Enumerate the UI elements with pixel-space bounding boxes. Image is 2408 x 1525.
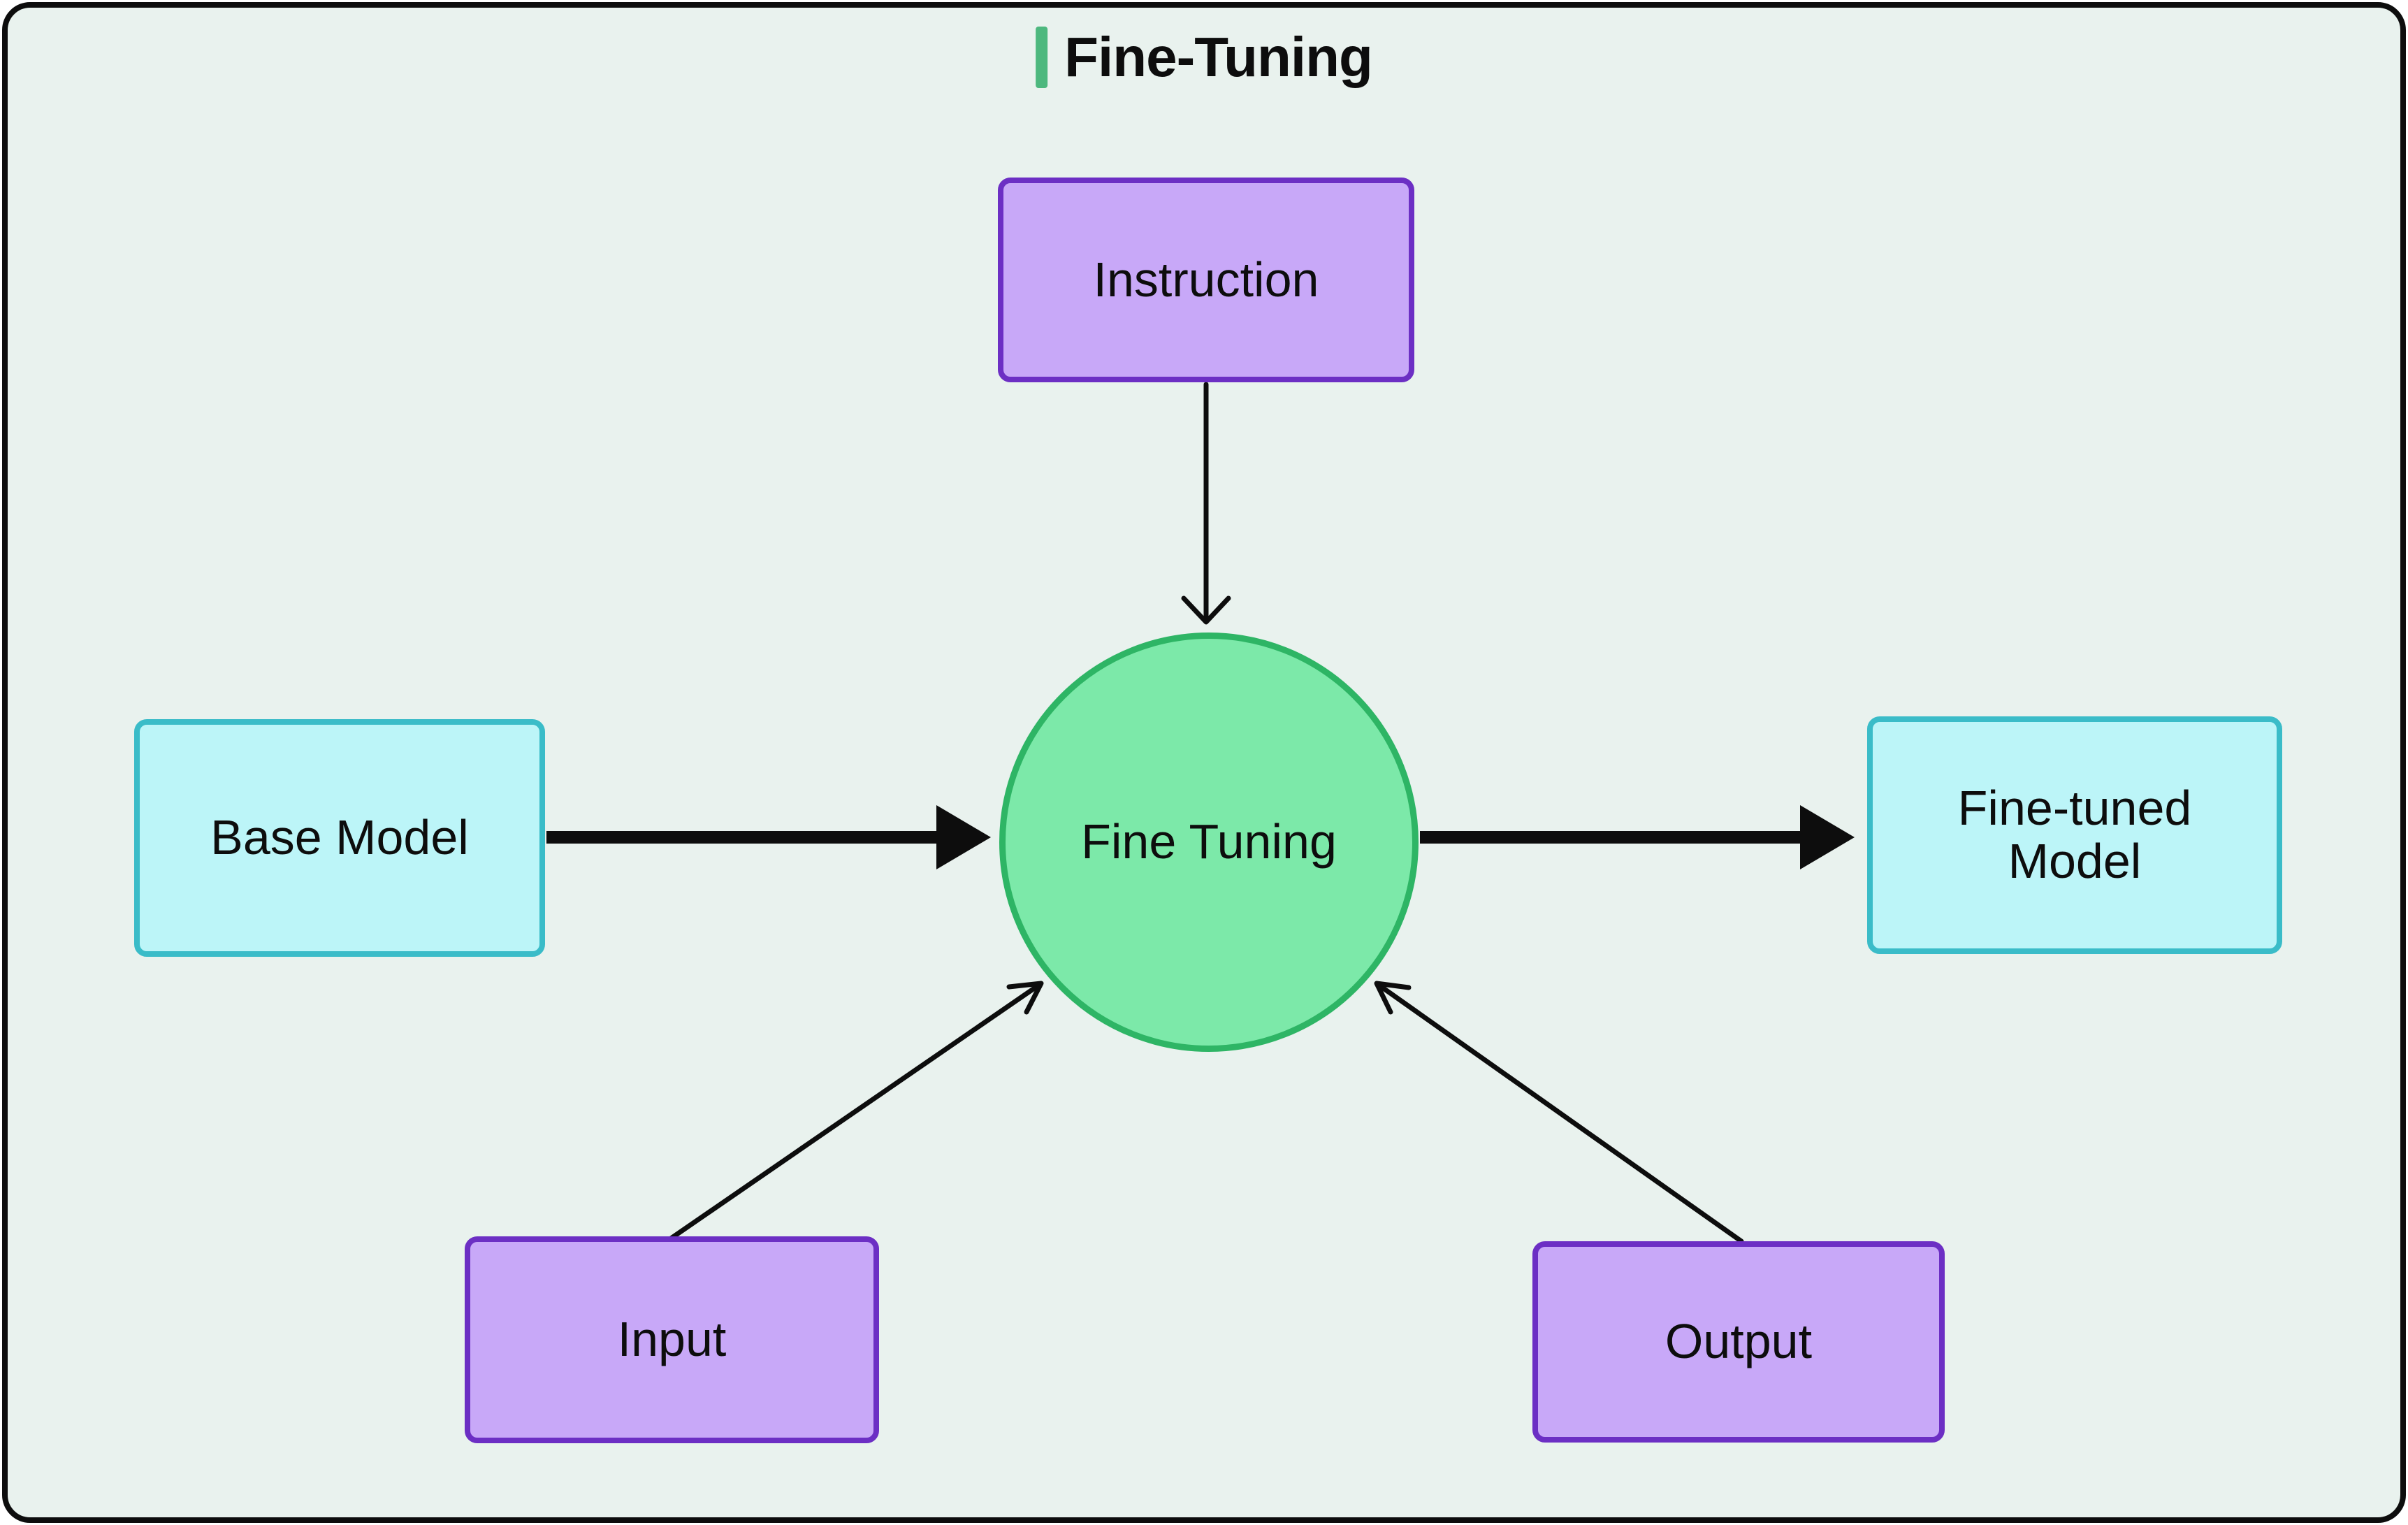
edge-instruction-to-fine-tuning [1181,382,1231,625]
node-output: Output [1532,1241,1945,1443]
edge-output-to-fine-tuning [1374,981,1744,1244]
node-instruction: Instruction [998,178,1414,382]
node-fine-tuning-label: Fine Tuning [1081,814,1337,869]
node-input: Input [465,1236,879,1443]
diagram-title: Fine-Tuning [1036,25,1373,89]
node-base-model-label: Base Model [210,810,469,865]
node-fine-tuned-model: Fine-tuned Model [1867,716,2282,954]
title-text: Fine-Tuning [1064,26,1373,88]
node-output-label: Output [1664,1314,1813,1369]
edge-base-model-to-fine-tuning [546,805,991,869]
node-base-model: Base Model [134,719,545,957]
node-fine-tuned-model-label: Fine-tuned Model [1957,781,2192,888]
node-instruction-label: Instruction [1093,252,1319,307]
node-fine-tuning: Fine Tuning [999,633,1419,1052]
node-input-label: Input [617,1312,727,1367]
title-accent-bar [1036,27,1048,88]
edge-input-to-fine-tuning [668,981,1044,1241]
edge-fine-tuning-to-fine-tuned-model [1420,805,1855,869]
